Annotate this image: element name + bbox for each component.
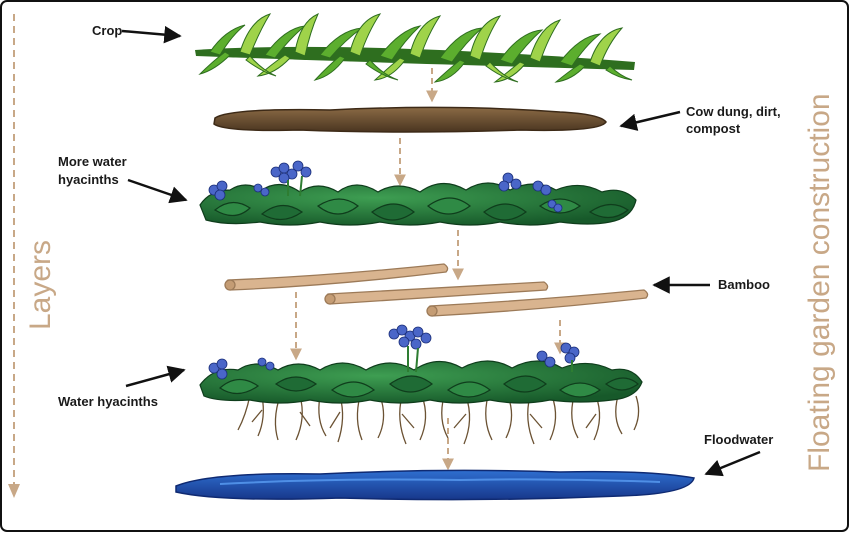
more-hyacinths-label-line2: hyacinths (58, 172, 119, 187)
water-hyacinth-icon (200, 161, 636, 225)
cow-dung-label-line1: Cow dung, dirt, (686, 104, 781, 119)
cow-dung-pointer-arrow (621, 112, 680, 126)
water-hyacinth-roots-icon (200, 325, 642, 444)
more-hyacinths-pointer-arrow (128, 180, 186, 200)
crop-plants-icon (195, 14, 635, 82)
layers-axis-arrowhead (8, 484, 20, 498)
crop-pointer-arrow (122, 31, 180, 36)
water-hyacinths-label: Water hyacinths (58, 394, 158, 409)
bamboo-label: Bamboo (718, 277, 770, 292)
more-hyacinths-label-line1: More water (58, 154, 127, 169)
floodwater-label: Floodwater (704, 432, 773, 447)
layers-axis-label: Layers (24, 240, 57, 330)
water-hyacinths-pointer-arrow (126, 370, 184, 386)
crop-label: Crop (92, 23, 122, 38)
floodwater-icon (176, 470, 694, 499)
diagram-title: Floating garden construction (803, 93, 836, 472)
floodwater-pointer-arrow (706, 452, 760, 474)
soil-layer-icon (214, 107, 606, 132)
cow-dung-label-line2: compost (686, 121, 741, 136)
bamboo-poles-icon (225, 264, 648, 316)
